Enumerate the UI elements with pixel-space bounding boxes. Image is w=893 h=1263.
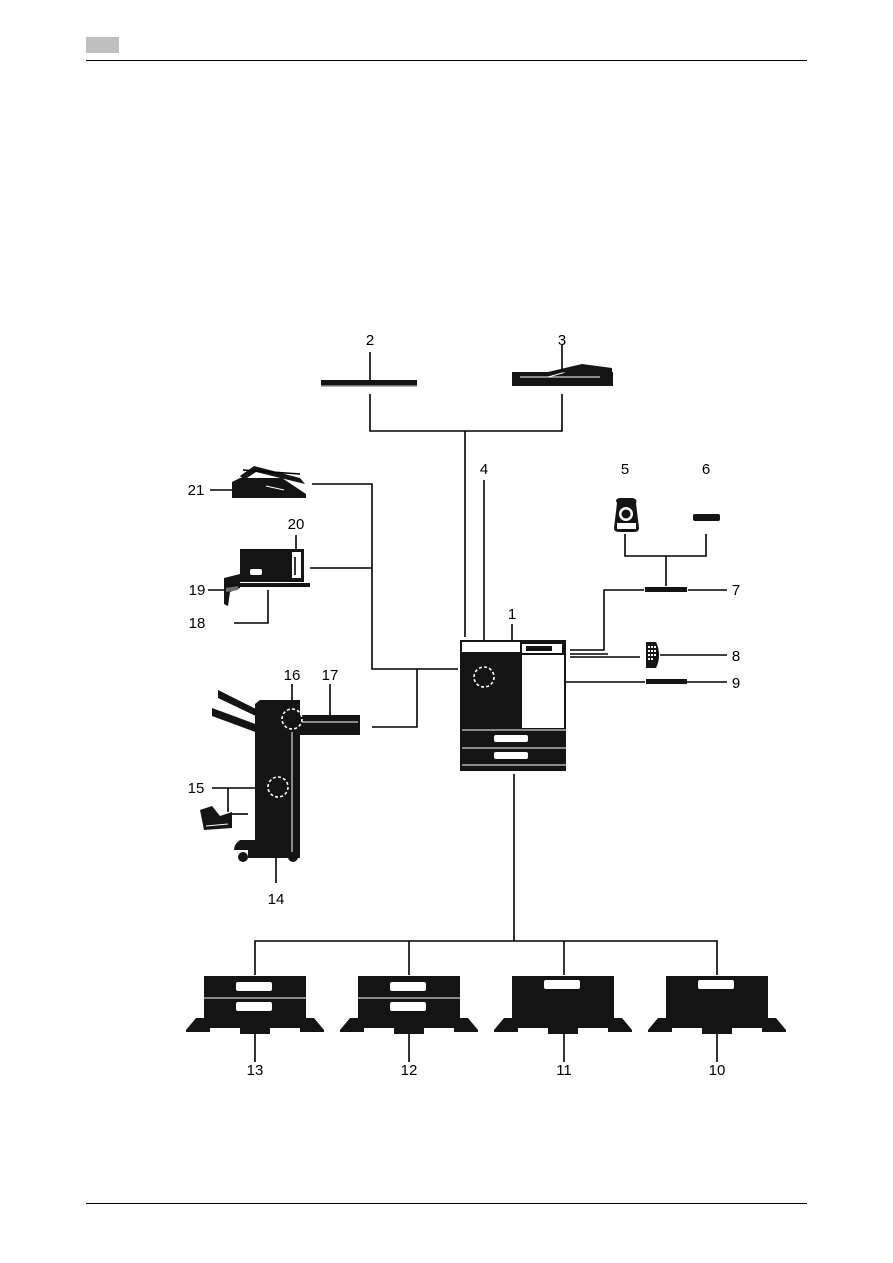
callout-16: 16 [284, 667, 301, 684]
callout-8: 8 [732, 648, 740, 665]
finisher-large-device [200, 690, 360, 862]
callout-4: 4 [480, 461, 488, 478]
callout-9: 9 [732, 675, 740, 692]
callout-2: 2 [366, 332, 374, 349]
callout-5: 5 [621, 461, 629, 478]
callout-10: 10 [709, 1062, 726, 1079]
callout-7: 7 [732, 582, 740, 599]
card-reader-device [614, 498, 639, 532]
keyboard-holder-device [693, 514, 720, 521]
paper-feed-unit-12 [340, 976, 478, 1034]
callout-17: 17 [322, 667, 339, 684]
document-feeder-device [512, 345, 613, 386]
callout-6: 6 [702, 461, 710, 478]
callout-13: 13 [247, 1062, 264, 1079]
original-cover-device [321, 352, 417, 387]
callout-20: 20 [288, 516, 305, 533]
finisher-tray-device [224, 549, 310, 606]
keypad-device [646, 642, 659, 668]
kit-bar-device [646, 679, 687, 684]
main-unit-device [460, 640, 566, 771]
callout-19: 19 [189, 582, 206, 599]
callout-21: 21 [188, 482, 205, 499]
callout-1: 1 [508, 606, 516, 623]
finisher-small-device [232, 466, 306, 498]
paper-feed-unit-11 [494, 976, 632, 1034]
mount-bar-device [645, 587, 687, 592]
callout-3: 3 [558, 332, 566, 349]
paper-feed-unit-10 [648, 976, 786, 1034]
callout-18: 18 [189, 615, 206, 632]
callout-12: 12 [401, 1062, 418, 1079]
callout-11: 11 [556, 1062, 572, 1079]
paper-feed-unit-13 [186, 976, 324, 1034]
callout-15: 15 [188, 780, 205, 797]
callout-14: 14 [268, 891, 285, 908]
